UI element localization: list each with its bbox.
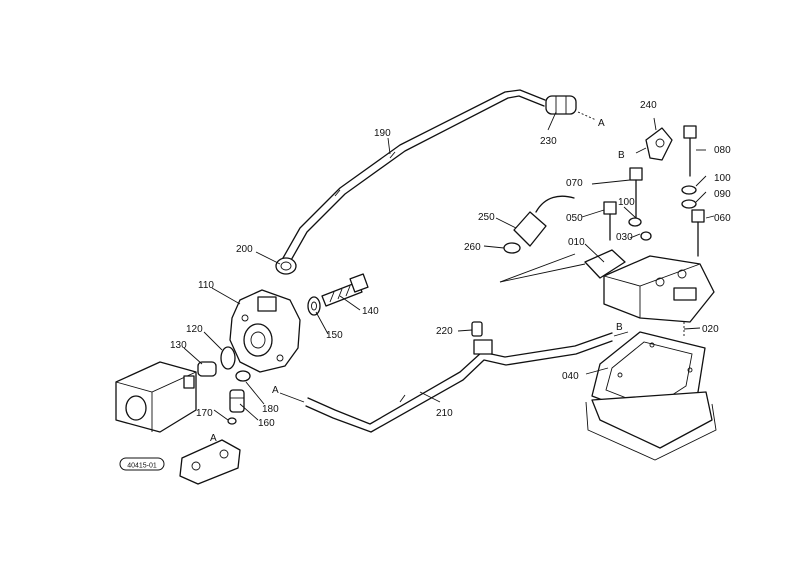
callout-260: 260 <box>464 242 481 253</box>
fitting-160 <box>229 389 245 413</box>
connector-a <box>179 439 241 485</box>
base-housing <box>585 391 717 461</box>
hydraulic-motor <box>115 361 197 433</box>
bolt-070 <box>629 167 643 221</box>
connection-a-pump: A <box>210 433 217 444</box>
callout-160: 160 <box>258 418 275 429</box>
sensor-250 <box>513 195 575 247</box>
washer-150 <box>307 296 321 316</box>
bolt-060 <box>691 209 705 257</box>
connection-a-top: A <box>598 118 605 129</box>
callout-170: 170 <box>196 408 213 419</box>
callout-100-inner: 100 <box>618 197 635 208</box>
callout-070: 070 <box>566 178 583 189</box>
callout-080: 080 <box>714 145 731 156</box>
callout-240: 240 <box>640 100 657 111</box>
callout-150: 150 <box>326 330 343 341</box>
callout-210: 210 <box>436 408 453 419</box>
connection-b-right: B <box>616 322 623 333</box>
callout-130: 130 <box>170 340 187 351</box>
connection-b-top: B <box>618 150 625 161</box>
washers-090-100 <box>628 185 697 241</box>
callout-010: 010 <box>568 237 585 248</box>
valve-block-010 <box>584 249 715 323</box>
fitting-200 <box>275 257 297 275</box>
bolt-050 <box>603 201 617 241</box>
callout-250: 250 <box>478 212 495 223</box>
connection-a-left: A <box>272 385 279 396</box>
seal-170 <box>227 417 237 425</box>
callout-190: 190 <box>374 128 391 139</box>
callout-040: 040 <box>562 371 579 382</box>
fitting-130 <box>197 361 217 377</box>
oring-260 <box>503 242 521 254</box>
pipe-190 <box>282 89 546 263</box>
bolt-080 <box>683 125 697 177</box>
figure-code: 40415-01 <box>127 463 157 470</box>
callout-060: 060 <box>714 213 731 224</box>
pipe-210 <box>305 332 613 433</box>
callout-050: 050 <box>566 213 583 224</box>
elbow-240 <box>645 127 673 161</box>
callout-140: 140 <box>362 306 379 317</box>
callout-200: 200 <box>236 244 253 255</box>
callout-030: 030 <box>616 232 633 243</box>
fitting-230 <box>545 95 597 121</box>
callout-120: 120 <box>186 324 203 335</box>
callout-220: 220 <box>436 326 453 337</box>
washer-180 <box>235 370 251 382</box>
callout-180: 180 <box>262 404 279 415</box>
figure-code-badge: 40415-01 <box>119 457 165 471</box>
bolt-140 <box>321 273 369 307</box>
callout-090: 090 <box>714 189 731 200</box>
callout-110: 110 <box>198 280 214 291</box>
fitting-220 <box>471 321 493 355</box>
pump-body-110 <box>229 289 301 373</box>
callout-020: 020 <box>702 324 719 335</box>
callout-230: 230 <box>540 136 557 147</box>
leader-lines <box>183 111 715 421</box>
oring-120 <box>220 346 236 370</box>
callout-100-outer: 100 <box>714 173 731 184</box>
